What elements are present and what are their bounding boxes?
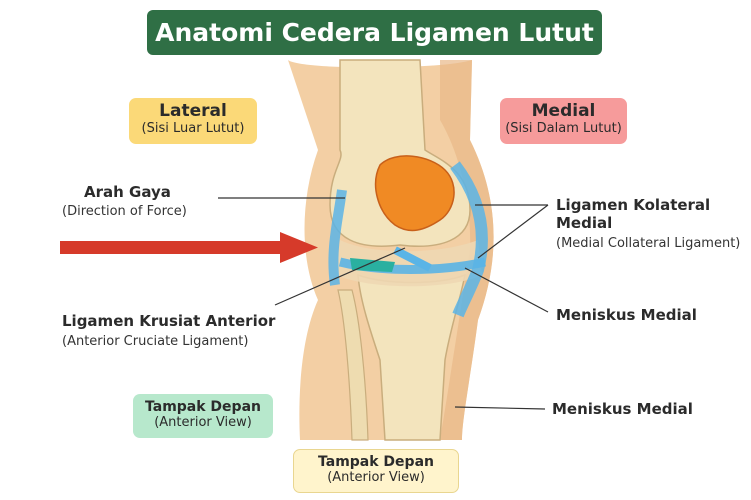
force-arrow-shaft [60,241,282,254]
medial-tag: Medial (Sisi Dalam Lutut) [500,98,627,144]
view-bottom-heading: Tampak Depan [318,454,434,470]
view-tag-left: Tampak Depan (Anterior View) [133,394,273,438]
force-arrow-head [280,232,318,263]
fibula-bone [337,289,369,441]
acl-label-sub: (Anterior Cruciate Ligament) [62,334,249,349]
acl-label: Ligamen Krusiat Anterior (Anterior Cruci… [62,312,275,349]
force-label-sub: (Direction of Force) [62,204,187,219]
mcl-label-sub: (Medial Collateral Ligament) [556,236,741,251]
joint-cartilage [336,240,482,287]
mcl-label-main2: Medial [556,214,613,232]
leader-mcl-2 [477,204,549,259]
patella [374,155,455,232]
leader-acl [274,247,406,306]
lateral-ligament [328,189,347,286]
view-left-heading: Tampak Depan [145,399,261,415]
medial-heading: Medial [531,101,596,121]
anterior-cruciate-ligament [393,246,432,272]
medial-sub: (Sisi Dalam Lutut) [505,121,622,136]
view-tag-bottom: Tampak Depan (Anterior View) [293,449,459,493]
meniscus-teal [350,258,395,272]
view-bottom-sub: (Anterior View) [327,470,425,485]
lateral-sub: (Sisi Luar Lutut) [141,121,245,136]
meniscus-label-2: Meniskus Medial [552,400,693,418]
lateral-tag: Lateral (Sisi Luar Lutut) [129,98,257,144]
meniscus-label-1: Meniskus Medial [556,306,697,324]
acl-label-main: Ligamen Krusiat Anterior [62,312,276,330]
lateral-heading: Lateral [159,101,227,121]
page-title: Anatomi Cedera Ligamen Lutut [147,10,602,55]
leader-meniscus-1 [464,267,549,313]
mcl-label-main1: Ligamen Kolateral [556,196,711,214]
view-left-sub: (Anterior View) [154,415,252,430]
force-label: Arah Gaya [84,183,171,201]
force-label-main: Arah Gaya [84,183,171,201]
leader-meniscus-2 [454,406,546,410]
mcl-label: Ligamen Kolateral Medial (Medial Collate… [556,196,740,251]
